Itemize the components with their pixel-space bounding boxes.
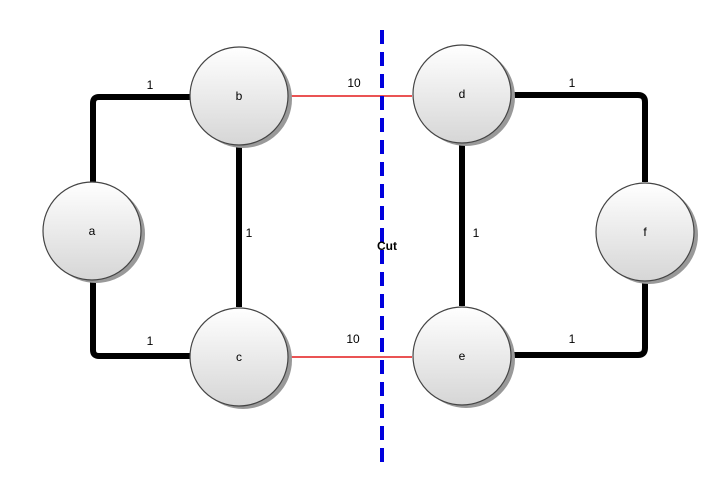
node-c[interactable]: c <box>189 307 292 409</box>
node-a-circle <box>42 181 142 281</box>
node-e-label: e <box>459 349 466 363</box>
node-d-label: d <box>459 87 466 101</box>
node-a[interactable]: a <box>42 181 145 283</box>
node-f-label: f <box>643 225 647 239</box>
node-d-circle <box>412 44 512 144</box>
node-c-label: c <box>236 350 242 364</box>
edge-a-b <box>90 94 190 183</box>
edge-b-c-weight: 1 <box>246 226 253 240</box>
edge-d-f <box>511 92 648 182</box>
edge-a-c <box>90 281 190 359</box>
node-e[interactable]: e <box>412 306 515 408</box>
edge-a-b-weight: 1 <box>147 78 154 92</box>
edge-e-f-weight: 1 <box>569 332 576 346</box>
edge-labels-group: 1 1 1 10 10 1 1 1 <box>147 76 576 348</box>
node-f-circle <box>595 182 695 282</box>
cut-label: Cut <box>377 239 397 253</box>
node-b-label: b <box>236 89 243 103</box>
node-a-label: a <box>89 224 96 238</box>
node-b[interactable]: b <box>189 46 292 148</box>
nodes-group: a b c d e f <box>42 44 698 409</box>
edges-group <box>90 92 648 359</box>
edge-b-d-weight: 10 <box>347 76 361 90</box>
node-f[interactable]: f <box>595 182 698 284</box>
edge-d-e-weight: 1 <box>473 226 480 240</box>
node-c-circle <box>189 307 289 407</box>
node-e-circle <box>412 306 512 406</box>
edge-e-f <box>511 281 648 358</box>
node-d[interactable]: d <box>412 44 515 146</box>
edge-d-f-weight: 1 <box>569 76 576 90</box>
edge-a-c-weight: 1 <box>147 334 154 348</box>
edge-c-e-weight: 10 <box>346 332 360 346</box>
node-b-circle <box>189 46 289 146</box>
